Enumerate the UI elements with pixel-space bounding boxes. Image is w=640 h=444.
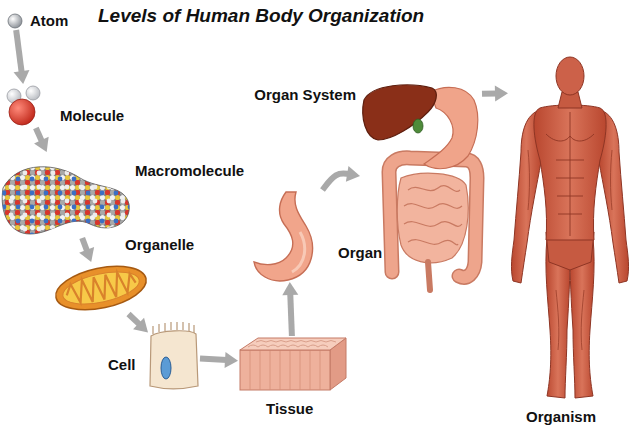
atom-sphere bbox=[8, 14, 22, 28]
level-arrow bbox=[200, 352, 238, 368]
human-head bbox=[556, 57, 584, 95]
arrow-shaft bbox=[323, 173, 350, 190]
level-label: Atom bbox=[30, 12, 68, 30]
mitochondrion-inner bbox=[60, 266, 142, 310]
cell-body bbox=[150, 331, 198, 389]
arrow-head bbox=[225, 352, 238, 368]
level-label: Organ bbox=[338, 244, 382, 262]
level-label: Cell bbox=[108, 356, 136, 374]
large-intestine-outline bbox=[389, 158, 477, 277]
gallbladder bbox=[413, 119, 423, 133]
mitochondrion-outer bbox=[52, 259, 150, 317]
level-node: Tissue bbox=[238, 336, 348, 392]
level-arrow bbox=[34, 128, 49, 152]
level-arrow bbox=[282, 282, 298, 336]
level-node: Organism bbox=[508, 52, 636, 402]
small-intestine-coils bbox=[404, 186, 462, 245]
arrow-head bbox=[282, 282, 298, 295]
level-node: Organ bbox=[252, 190, 324, 282]
arrow-head bbox=[133, 318, 148, 333]
level-label: Molecule bbox=[60, 107, 124, 125]
level-label: Organism bbox=[526, 408, 596, 426]
level-node: Organ System bbox=[360, 80, 482, 292]
arrow-shaft bbox=[36, 128, 42, 142]
level-label: Organ System bbox=[254, 86, 356, 104]
arrow-head bbox=[14, 70, 30, 84]
arrow-shaft bbox=[82, 238, 87, 252]
stomach-organ bbox=[254, 192, 312, 281]
level-label: Organelle bbox=[125, 236, 194, 254]
cell-nucleus bbox=[161, 357, 171, 379]
human-muscle-lines bbox=[546, 112, 594, 236]
arrow-shaft bbox=[290, 293, 292, 336]
level-label: Tissue bbox=[266, 400, 313, 418]
level-arrow bbox=[79, 238, 94, 262]
diagram-title: Levels of Human Body Organization bbox=[98, 5, 424, 27]
human-figure bbox=[511, 57, 628, 398]
oxygen-sphere bbox=[9, 99, 35, 125]
level-node: Organelle bbox=[52, 262, 150, 314]
level-arrow bbox=[14, 30, 30, 84]
arrow-head bbox=[79, 247, 94, 262]
tissue-cell-outlines bbox=[248, 341, 336, 348]
rectum bbox=[428, 262, 430, 290]
arrow-shaft bbox=[200, 359, 227, 361]
arrow-head bbox=[346, 166, 360, 182]
level-arrow bbox=[129, 314, 148, 332]
level-arrow bbox=[323, 166, 361, 190]
level-node: Cell bbox=[148, 324, 200, 390]
tissue-cell-lines bbox=[250, 350, 320, 390]
large-intestine bbox=[389, 158, 477, 277]
small-intestine bbox=[397, 173, 468, 263]
arrow-head bbox=[34, 137, 49, 152]
mitochondrion bbox=[52, 259, 150, 317]
level-node: Atom bbox=[5, 12, 25, 30]
hydrogen-sphere bbox=[26, 86, 40, 100]
arrow-shaft bbox=[129, 314, 140, 325]
arrow-shaft bbox=[16, 30, 22, 73]
arrow-head bbox=[495, 86, 508, 102]
level-node: Molecule bbox=[4, 84, 48, 128]
liver bbox=[363, 85, 437, 140]
human-limb-lines bbox=[528, 150, 612, 350]
level-arrow bbox=[482, 86, 508, 102]
tissue-front bbox=[240, 350, 330, 390]
tissue-top bbox=[240, 338, 346, 350]
arrow-shaft bbox=[482, 90, 497, 96]
level-label: Macromolecule bbox=[135, 162, 244, 180]
human-torso bbox=[534, 105, 606, 240]
protein-blob-dots bbox=[2, 167, 129, 234]
level-node: Macromolecule bbox=[0, 152, 132, 238]
stomach-highlight bbox=[292, 232, 305, 272]
mitochondrion-cristae bbox=[64, 269, 137, 307]
protein-blob bbox=[2, 167, 129, 234]
